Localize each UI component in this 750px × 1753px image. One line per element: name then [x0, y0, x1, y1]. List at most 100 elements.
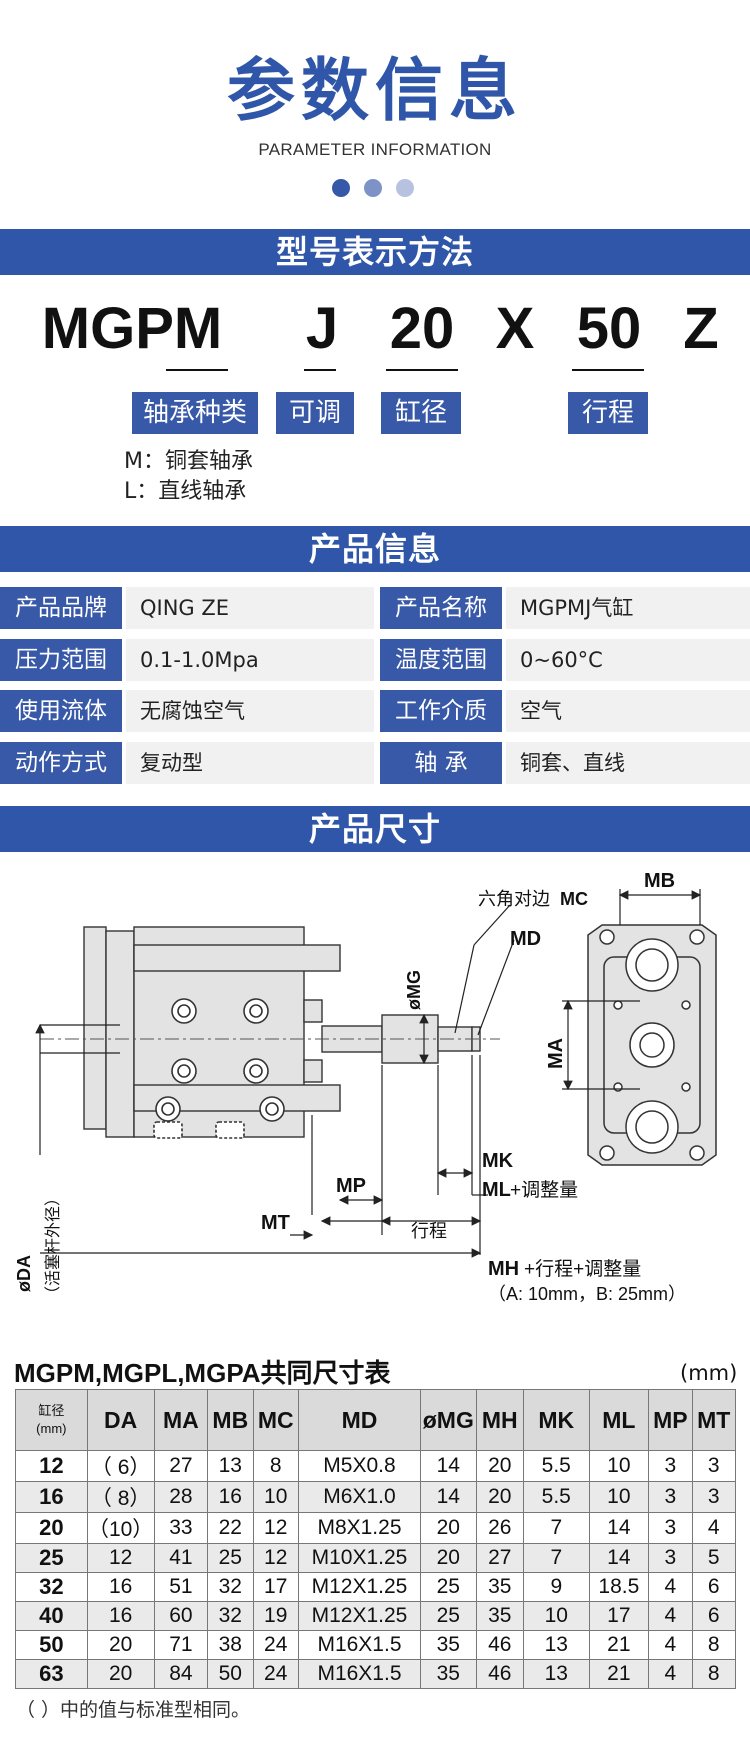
table-cell: 5: [691, 1543, 737, 1573]
header-md: MD: [297, 1389, 422, 1451]
table-cell: 3: [648, 1481, 693, 1513]
table-cell: 7: [522, 1512, 590, 1544]
header-mh: MH: [475, 1389, 524, 1451]
label-mh: MH: [488, 1258, 519, 1280]
table-cell-bore: 20: [15, 1512, 88, 1544]
table-cell: 4: [648, 1630, 693, 1660]
model-part-x: X: [495, 296, 535, 361]
info-label-pressure: 压力范围: [0, 639, 122, 681]
table-cell: M16X1.5: [297, 1630, 422, 1660]
header-mt: MT: [691, 1389, 737, 1451]
table-cell: 16: [207, 1481, 254, 1513]
table-cell: 35: [475, 1572, 524, 1602]
table-cell: 5.5: [522, 1450, 590, 1482]
table-cell: M12X1.25: [297, 1572, 422, 1602]
label-md: MD: [510, 928, 541, 950]
dimension-table: 缸径 (mm) DA MA MB MC MD øMG MH MK ML MP M…: [15, 1389, 737, 1689]
section-band-dimensions: 产品尺寸: [0, 806, 750, 852]
info-value-fluid: 无腐蚀空气: [126, 690, 374, 732]
table-cell: 16: [86, 1572, 155, 1602]
table-cell: 18.5: [588, 1572, 650, 1602]
model-part-bore: 20: [389, 296, 455, 361]
table-cell: 51: [153, 1572, 209, 1602]
table-cell: 20: [420, 1543, 477, 1573]
label-mb: MB: [644, 870, 675, 892]
table-cell: 3: [648, 1512, 693, 1544]
model-part-z: Z: [683, 296, 719, 361]
table-cell: 24: [252, 1630, 299, 1660]
table-cell: 71: [153, 1630, 209, 1660]
table-cell: 19: [252, 1601, 299, 1631]
header-ma: MA: [153, 1389, 209, 1451]
table-cell: 9: [522, 1572, 590, 1602]
table-cell: 25: [420, 1572, 477, 1602]
label-da-note: （活塞杆外径）: [44, 1190, 62, 1302]
table-cell: 50: [207, 1659, 254, 1689]
table-cell: 20: [86, 1630, 155, 1660]
label-mg: øMG: [404, 970, 424, 1010]
table-cell: 4: [648, 1601, 693, 1631]
info-value-brand: QING ZE: [126, 587, 374, 629]
table-cell-bore: 16: [15, 1481, 88, 1513]
table-cell: 17: [252, 1572, 299, 1602]
header-mg: øMG: [420, 1389, 477, 1451]
table-cell: 20: [86, 1659, 155, 1689]
decor-dot-2: [364, 179, 382, 197]
info-row: 动作方式 复动型 轴 承 铜套、直线: [0, 742, 750, 784]
table-cell: M12X1.25: [297, 1601, 422, 1631]
table-cell: M8X1.25: [297, 1512, 422, 1544]
table-cell: 28: [153, 1481, 209, 1513]
table-cell-bore: 63: [15, 1659, 88, 1689]
header-ml: ML: [588, 1389, 650, 1451]
label-ab-note: （A: 10mm，B: 25mm）: [488, 1284, 686, 1304]
table-cell: M16X1.5: [297, 1659, 422, 1689]
table-cell: 13: [522, 1659, 590, 1689]
header-mb: MB: [207, 1389, 254, 1451]
table-cell: 7: [522, 1543, 590, 1573]
table-cell: 13: [522, 1630, 590, 1660]
table-cell: 27: [153, 1450, 209, 1482]
table-cell: 32: [207, 1572, 254, 1602]
table-cell-bore: 32: [15, 1572, 88, 1602]
header-da: DA: [86, 1389, 155, 1451]
label-hex: 六角对边: [478, 889, 550, 909]
info-label-temperature: 温度范围: [380, 639, 502, 681]
table-cell: 10: [588, 1481, 650, 1513]
table-cell: 21: [588, 1659, 650, 1689]
table-cell: 35: [475, 1601, 524, 1631]
table-cell: 3: [691, 1450, 737, 1482]
table-cell: 4: [648, 1659, 693, 1689]
table-cell: 14: [420, 1450, 477, 1482]
table-cell: 14: [588, 1543, 650, 1573]
table-cell: 8: [691, 1630, 737, 1660]
table-cell: 20: [475, 1450, 524, 1482]
label-mc: MC: [560, 889, 588, 909]
table-cell: M6X1.0: [297, 1481, 422, 1513]
label-ml: ML: [482, 1179, 511, 1201]
label-mh-stroke: +行程+调整量: [524, 1258, 641, 1280]
label-ma: MA: [545, 1038, 567, 1069]
table-cell: 46: [475, 1630, 524, 1660]
table-cell: 10: [522, 1601, 590, 1631]
table-cell: 6: [691, 1572, 737, 1602]
table-cell: 3: [691, 1481, 737, 1513]
table-cell: M5X0.8: [297, 1450, 422, 1482]
info-label-fluid: 使用流体: [0, 690, 122, 732]
table-cell: 41: [153, 1543, 209, 1573]
table-cell: M10X1.25: [297, 1543, 422, 1573]
table-cell: 26: [475, 1512, 524, 1544]
label-bearing-type: 轴承种类: [132, 392, 258, 434]
info-value-medium: 空气: [506, 690, 750, 732]
underline-bore: [386, 369, 458, 371]
label-mp: MP: [336, 1175, 366, 1197]
label-da: øDA: [14, 1255, 34, 1292]
table-cell-bore: 50: [15, 1630, 88, 1660]
note-l: L：直线轴承: [124, 479, 247, 504]
table-cell: 21: [588, 1630, 650, 1660]
